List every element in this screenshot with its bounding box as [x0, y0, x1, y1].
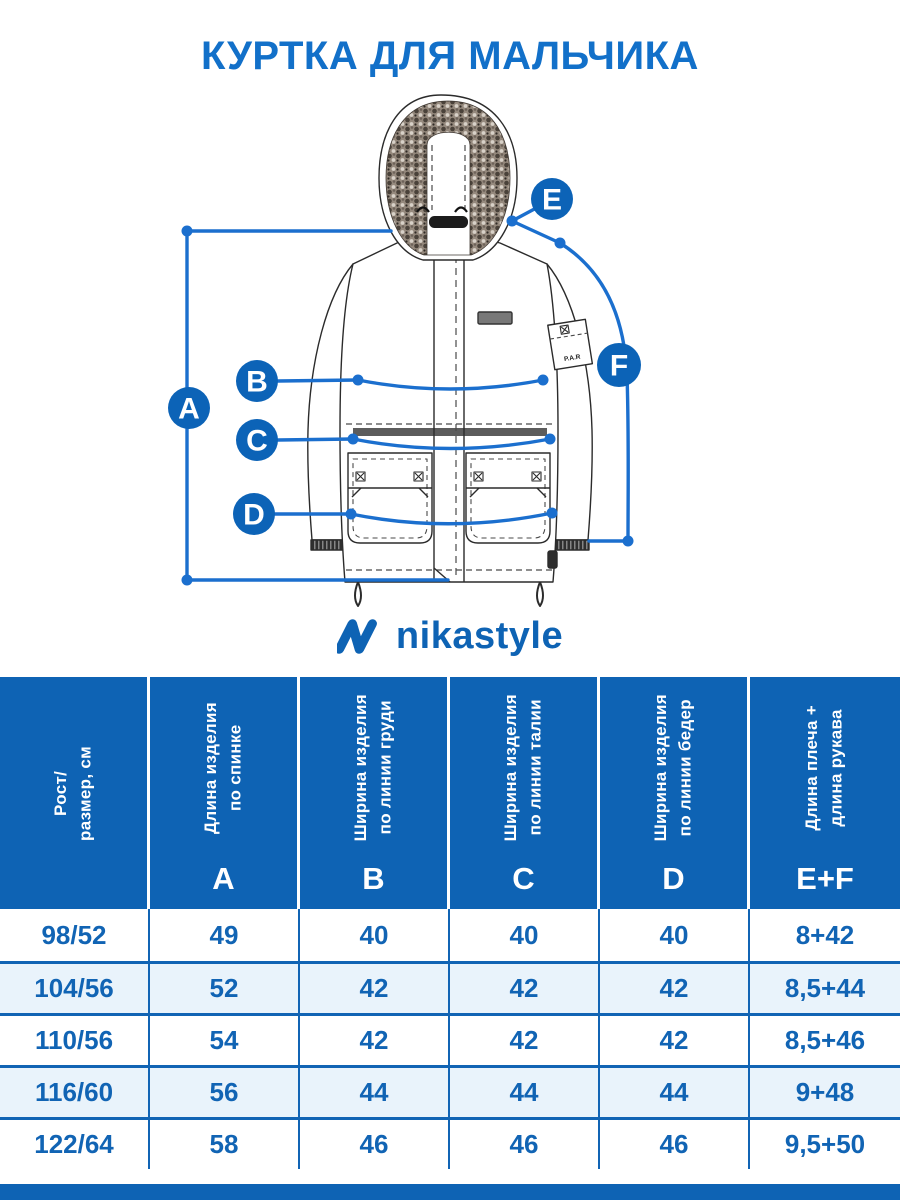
- header-col-c: Ширина изделия по линии талии C: [450, 677, 600, 909]
- chest-patch: [477, 311, 513, 325]
- jacket-measurement-diagram: P.A.R: [168, 94, 641, 607]
- svg-text:D: D: [243, 499, 265, 532]
- size-cell: 46: [300, 1117, 450, 1169]
- header-label: Длина плеча + длина рукава: [802, 705, 846, 831]
- side-zip-tab: [547, 550, 558, 569]
- hood-fur-trim: [385, 100, 511, 256]
- right-pocket: [465, 452, 551, 544]
- size-cell: 42: [300, 961, 450, 1013]
- svg-text:E: E: [542, 184, 562, 217]
- size-cell: 40: [600, 909, 750, 961]
- measure-badge-e: E: [531, 178, 573, 220]
- size-cell: 122/64: [0, 1117, 150, 1169]
- size-cell: 42: [600, 961, 750, 1013]
- size-cell: 44: [300, 1065, 450, 1117]
- measure-badge-a: A: [168, 387, 210, 429]
- measure-badge-f: F: [597, 343, 641, 387]
- header-letter: C: [512, 861, 535, 896]
- size-cell: 8,5+44: [750, 961, 900, 1013]
- header-label: Ширина изделия по линии талии: [500, 694, 545, 842]
- jacket-drawing: P.A.R: [307, 94, 594, 607]
- size-cell: 42: [450, 1013, 600, 1065]
- svg-text:A: A: [178, 393, 200, 426]
- size-cell: 54: [150, 1013, 300, 1065]
- measurement-badges: A B C D E F: [168, 178, 641, 535]
- header-col-height-size: Рост/ размер, см: [0, 677, 150, 909]
- size-cell: 56: [150, 1065, 300, 1117]
- size-cell: 104/56: [0, 961, 150, 1013]
- header-letter: D: [662, 861, 685, 896]
- waist-band: [353, 428, 547, 436]
- header-col-b: Ширина изделия по линии груди B: [300, 677, 450, 909]
- size-cell: 8+42: [750, 909, 900, 961]
- measure-badge-d: D: [233, 493, 275, 535]
- size-cell: 110/56: [0, 1013, 150, 1065]
- measurement-dots: [181, 215, 634, 586]
- size-cell: 8,5+46: [750, 1013, 900, 1065]
- hood-cord-hooks: [416, 206, 468, 213]
- size-table-header: Рост/ размер, см Длина изделия по спинке…: [0, 677, 900, 909]
- drawstring-right: [536, 581, 544, 607]
- header-letter: B: [362, 861, 385, 896]
- size-cell: 49: [150, 909, 300, 961]
- size-cell: 46: [600, 1117, 750, 1169]
- page-title: КУРТКА ДЛЯ МАЛЬЧИКА: [201, 34, 699, 78]
- size-cell: 44: [600, 1065, 750, 1117]
- header-label: Ширина изделия по линии груди: [350, 694, 395, 842]
- svg-text:B: B: [246, 366, 268, 399]
- measure-line-d: [273, 511, 554, 526]
- size-cell: 40: [300, 909, 450, 961]
- brand-logo: nikastyle: [0, 608, 900, 664]
- brand-logo-text: nikastyle: [395, 614, 564, 657]
- size-cell: 42: [450, 961, 600, 1013]
- size-cell: 9,5+50: [750, 1117, 900, 1169]
- size-cell: 40: [450, 909, 600, 961]
- size-cell: 52: [150, 961, 300, 1013]
- measure-line-c: [276, 437, 552, 451]
- arm-pocket-label: P.A.R: [564, 354, 582, 364]
- size-cell: 44: [450, 1065, 600, 1117]
- size-cell: 42: [300, 1013, 450, 1065]
- size-cell: 98/52: [0, 909, 150, 961]
- bottom-accent-bar: [0, 1184, 900, 1200]
- svg-text:C: C: [246, 425, 268, 458]
- header-col-a: Длина изделия по спинке A: [150, 677, 300, 909]
- measure-line-b: [276, 378, 545, 391]
- header-label: Длина изделия по спинке: [200, 701, 245, 835]
- collar-band: [429, 216, 468, 228]
- left-pocket: [347, 452, 433, 544]
- measure-badge-c: C: [236, 419, 278, 461]
- header-letter: A: [212, 861, 235, 896]
- header-label: Ширина изделия по линии бедер: [650, 694, 695, 842]
- size-cell: 58: [150, 1117, 300, 1169]
- size-cell: 46: [450, 1117, 600, 1169]
- size-table-body: 98/52 49 40 40 40 8+42 104/56 52 42 42 4…: [0, 909, 900, 1169]
- header-letter: E+F: [796, 861, 854, 896]
- arm-pocket: P.A.R: [547, 318, 594, 371]
- svg-text:F: F: [610, 350, 628, 383]
- header-col-ef: Длина плеча + длина рукава E+F: [750, 677, 900, 909]
- hood-inner-dashes: [431, 145, 466, 210]
- drawstring-left: [354, 581, 362, 607]
- measure-badge-b: B: [236, 360, 278, 402]
- wave-icon: [336, 619, 377, 654]
- size-cell: 116/60: [0, 1065, 150, 1117]
- header-col-d: Ширина изделия по линии бедер D: [600, 677, 750, 909]
- measurement-lines: [185, 204, 630, 582]
- size-cell: 9+48: [750, 1065, 900, 1117]
- size-cell: 42: [600, 1013, 750, 1065]
- header-label: Рост/ размер, см: [50, 745, 95, 841]
